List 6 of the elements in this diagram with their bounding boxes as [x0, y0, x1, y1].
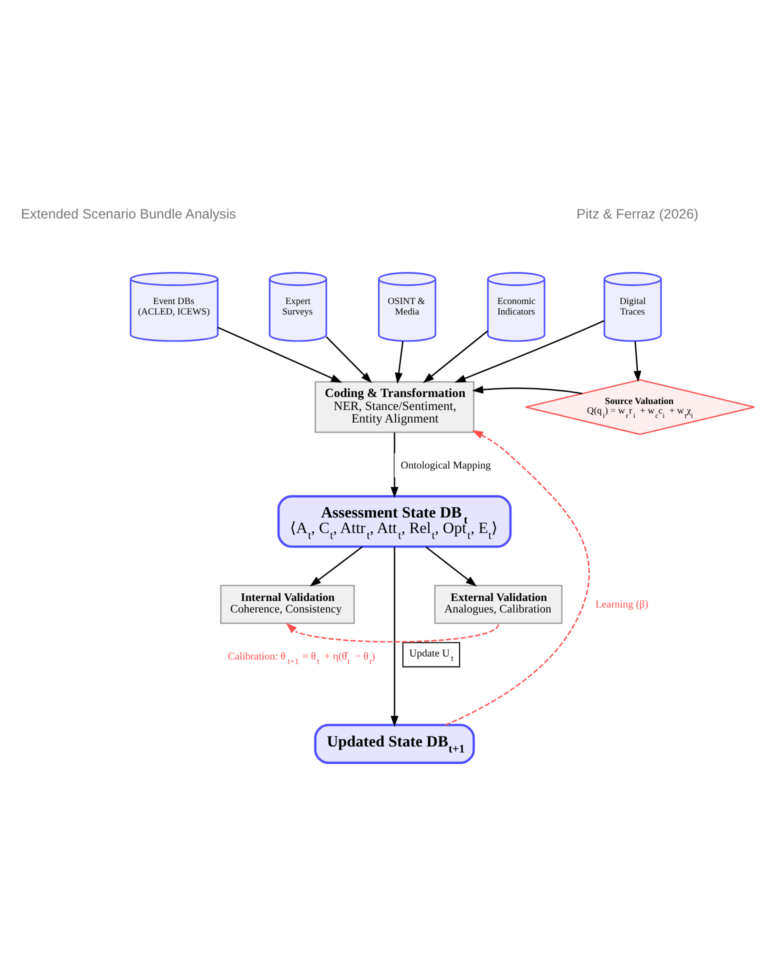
- label: Pitz & Ferraz (2026): [576, 206, 698, 222]
- edge-label: Learning (β): [595, 599, 648, 610]
- label: Extended Scenario Bundle Analysis: [20, 206, 236, 222]
- edge-label: Ontological Mapping: [400, 460, 491, 471]
- edge-label: Update U$_{t}$: [409, 648, 454, 662]
- edge-label: Calibration: θ$_{t+1}$ = θ$_{t}$ + η(θ̂$_{t}$ − θ$_{t}$): [228, 650, 376, 666]
